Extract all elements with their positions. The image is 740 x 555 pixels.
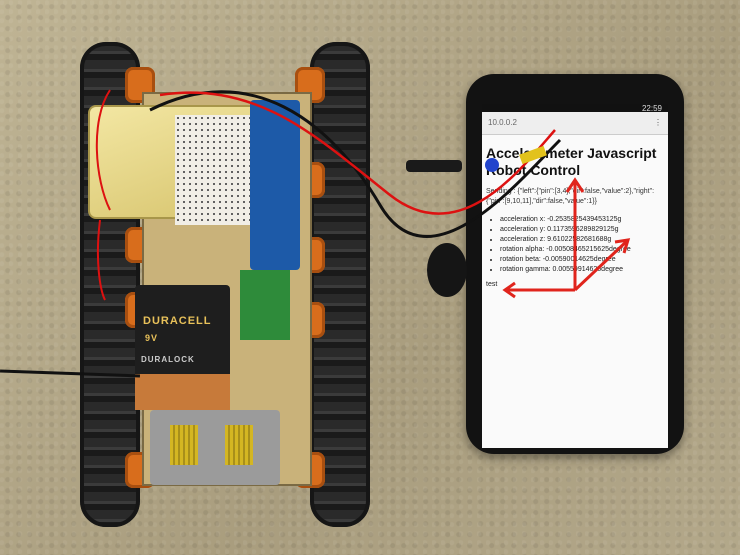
gear (225, 425, 253, 465)
list-item: acceleration y: 0.1173596289829125g (500, 225, 668, 235)
url-text: 10.0.0.2 (488, 118, 517, 127)
wire-red (96, 219, 106, 301)
arduino-board (250, 100, 300, 270)
list-item: rotation alpha: -0.00508465215625degree (500, 245, 668, 255)
menu-icon[interactable]: ⋮ (654, 118, 662, 127)
wire-connector-yellow (519, 145, 547, 165)
list-item: acceleration z: 9.61022582681688g (500, 235, 668, 245)
breadboard (175, 115, 260, 225)
list-item: rotation beta: -0.00590014625degree (500, 255, 668, 265)
sensor-readings-list: acceleration x: -0.2535825439453125g acc… (482, 215, 668, 275)
url-bar[interactable]: 10.0.0.2 ⋮ (482, 112, 668, 135)
arrow-diagonal (573, 238, 630, 292)
battery-connector (406, 160, 462, 172)
arrow-head (614, 238, 631, 254)
status-time: 22:59 (641, 104, 662, 113)
list-item: acceleration x: -0.2535825439453125g (500, 215, 668, 225)
list-item: rotation gamma: 0.00559914625degree (500, 265, 668, 275)
battery-brand-label: DURACELL (143, 315, 212, 327)
battery-voltage-label: 9V (145, 333, 159, 343)
sending-text: Sending : {"left":{"pin":[3,4],"dir":fal… (486, 188, 655, 205)
wire-connector-blue (485, 158, 499, 172)
wire-black (149, 90, 562, 238)
test-label: test (486, 281, 498, 288)
battery-clip (427, 243, 467, 297)
arrow-head (502, 281, 516, 299)
gear (170, 425, 198, 465)
motor-driver-board (240, 270, 290, 340)
battery-copper-band (135, 374, 230, 410)
wire-red (159, 91, 556, 215)
right-track (310, 42, 370, 527)
arrow-head (565, 177, 585, 193)
red-arrow-annotations (502, 177, 631, 299)
wire-red (95, 89, 111, 211)
status-bar: 22:59 (482, 104, 668, 114)
battery-strap-label: DURALOCK (141, 355, 195, 364)
battery-9v: DURACELL 9V DURALOCK (135, 285, 230, 410)
